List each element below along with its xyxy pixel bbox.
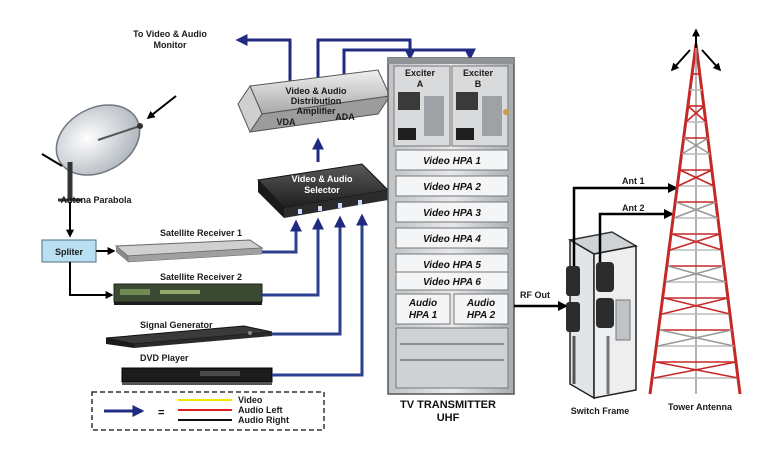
receiver2-to-selector [262, 217, 324, 297]
rf-out-label: RF Out [520, 290, 550, 300]
dvd-player[interactable] [121, 367, 273, 385]
dist-amp-line2: Distribution [291, 96, 342, 106]
vda-label: VDA [276, 117, 296, 127]
audio-hpa-2[interactable]: Audio HPA 2 [453, 293, 509, 325]
legend-audio-left: Audio Left [238, 405, 283, 415]
legend-equals: = [158, 407, 164, 419]
transmitter-label-line1: TV TRANSMITTER [400, 399, 496, 411]
dist-amp-line3: Amplifier [296, 106, 336, 116]
audio-hpa-2-line2: HPA 2 [467, 310, 496, 321]
dist-amp-line1: Video & Audio [285, 86, 347, 96]
monitor-label-line1: To Video & Audio [133, 29, 207, 39]
exciter-a-line1: Exciter [405, 68, 436, 78]
video-hpa-1[interactable]: Video HPA 1 [395, 149, 509, 171]
audio-hpa-1[interactable]: Audio HPA 1 [395, 293, 451, 325]
legend: = Video Audio Left Audio Right [91, 391, 325, 431]
audio-hpa-1-line2: HPA 1 [409, 310, 438, 321]
video-hpa-6[interactable]: Video HPA 6 [395, 271, 509, 291]
parabolic-antenna [41, 95, 177, 202]
ada-to-exciter-b [342, 48, 476, 82]
sat-receiver-1-label: Satellite Receiver 1 [160, 228, 242, 238]
tower-bracing [653, 73, 739, 379]
antenna-signal-arrow-2 [41, 153, 63, 167]
satellite-receiver-1[interactable] [114, 239, 264, 263]
tower-antenna [648, 28, 742, 395]
exciter-b-line1: Exciter [463, 68, 494, 78]
audio-hpa-1-line1: Audio [408, 298, 437, 309]
ada-label: ADA [335, 112, 355, 122]
tower-signal-arrow-left [670, 49, 691, 72]
transmitter-label-line2: UHF [437, 412, 460, 424]
signal-generator[interactable] [105, 325, 273, 348]
video-hpa-5[interactable]: Video HPA 5 [395, 253, 509, 275]
video-hpa-5-label: Video HPA 5 [423, 260, 481, 271]
combiner-panel [395, 327, 509, 389]
tower-signal-arrow-right [701, 49, 722, 72]
dvd-to-selector [272, 213, 368, 377]
audio-hpa-2-line1: Audio [466, 298, 495, 309]
legend-audio-right: Audio Right [238, 415, 289, 425]
video-hpa-2[interactable]: Video HPA 2 [395, 175, 509, 197]
distribution-amplifier[interactable]: Video & Audio Distribution Amplifier VDA… [237, 69, 392, 134]
antenna-label: Antena Parabola [60, 195, 132, 205]
ant1-label: Ant 1 [622, 176, 645, 186]
video-hpa-2-label: Video HPA 2 [423, 182, 481, 193]
legend-video: Video [238, 395, 263, 405]
monitor-label-line2: Monitor [154, 40, 187, 50]
satellite-receiver-2[interactable] [113, 283, 263, 305]
splitter-to-receiver2 [69, 262, 114, 299]
ant1-line [572, 183, 678, 266]
selector-line1: Video & Audio [291, 174, 353, 184]
exciter-a-line2: A [417, 79, 424, 89]
video-hpa-3-label: Video HPA 3 [423, 208, 481, 219]
receiver1-to-selector [262, 219, 302, 254]
splitter-label: Spliter [55, 247, 84, 257]
video-hpa-6-label: Video HPA 6 [423, 277, 481, 288]
signal-generator-label: Signal Generator [140, 320, 213, 330]
antenna-signal-arrow [146, 95, 177, 119]
ant2-label: Ant 2 [622, 203, 645, 213]
sat-receiver-2-label: Satellite Receiver 2 [160, 272, 242, 282]
switch-frame-label: Switch Frame [571, 406, 630, 416]
exciter-b-line2: B [475, 79, 482, 89]
dvd-player-label: DVD Player [140, 353, 189, 363]
video-hpa-4[interactable]: Video HPA 4 [395, 227, 509, 249]
video-hpa-3[interactable]: Video HPA 3 [395, 201, 509, 223]
splitter[interactable]: Spliter [41, 239, 97, 263]
selector-line2: Selector [304, 185, 340, 195]
tower-antenna-label: Tower Antenna [668, 402, 733, 412]
video-hpa-4-label: Video HPA 4 [423, 234, 481, 245]
siggen-to-selector [272, 215, 346, 336]
ant2-line [598, 209, 674, 262]
video-audio-selector[interactable]: Video & Audio Selector [256, 163, 390, 218]
monitor-arrow [235, 34, 292, 88]
video-hpa-1-label: Video HPA 1 [423, 156, 481, 167]
switch-frame[interactable] [566, 231, 639, 400]
